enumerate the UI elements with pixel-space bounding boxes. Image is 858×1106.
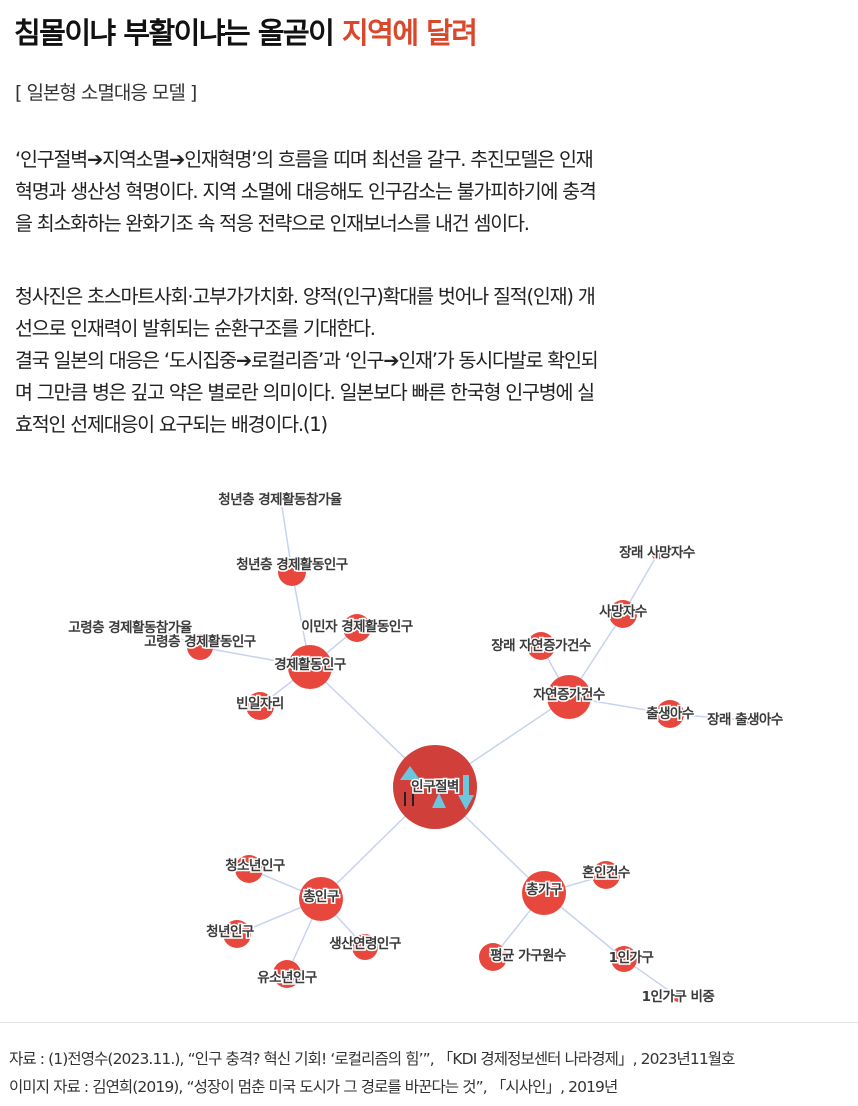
center-node <box>393 745 477 829</box>
nodes <box>161 495 750 1002</box>
node <box>673 992 683 1002</box>
node-label: 청년층 경제활동참가율 <box>218 491 341 508</box>
section-subtitle: [ 일본형 소멸대응 모델 ] <box>15 82 197 104</box>
node-label: 청년인구 <box>206 923 254 940</box>
node-label: 유소년인구 <box>257 969 317 986</box>
text-line: 선으로 인재력이 발휘되는 순환구조를 기대한다. <box>15 317 376 340</box>
node <box>652 550 662 560</box>
node <box>609 600 637 628</box>
node-label: 고령층 경제활동참가율 <box>68 619 191 636</box>
node <box>611 946 637 972</box>
node-label: 장래 자연증가건수 <box>491 637 591 654</box>
title-highlight: 지역에 달려 <box>341 16 478 50</box>
node <box>479 943 507 971</box>
title-main: 침몰이냐 부활이냐는 올곧이 <box>14 16 342 50</box>
node-label: 총가구 <box>526 882 562 898</box>
text-line: 며 그만큼 병은 깊고 약은 별로란 의미이다. 일본보다 빠른 한국형 인구병… <box>15 381 595 404</box>
paragraph-1: ‘인구절벽➔지역소멸➔인재혁명’의 흐름을 띠며 최선을 갈구. 추진모델은 인… <box>15 144 597 240</box>
node <box>223 920 251 948</box>
node <box>522 871 566 915</box>
node <box>352 934 378 960</box>
node-label: 인구절벽 <box>411 778 459 795</box>
node <box>288 645 332 689</box>
text-line: ‘인구절벽➔지역소멸➔인재혁명’의 흐름을 띠며 최선을 갈구. 추진모델은 인… <box>15 148 594 171</box>
node-label: 사망자수 <box>599 603 647 620</box>
page-title: 침몰이냐 부활이냐는 올곧이 지역에 달려 <box>14 10 478 52</box>
node <box>547 675 591 719</box>
node <box>278 558 306 586</box>
source-citation: 자료 : (1)전영수(2023.11.), “인구 충격? 혁신 기회! ‘로… <box>9 1050 735 1068</box>
node-label: 청소년인구 <box>225 857 285 874</box>
node-label: 1인가구 <box>609 949 654 966</box>
edges <box>164 499 746 998</box>
node <box>299 877 343 921</box>
node <box>656 700 684 728</box>
node <box>273 960 301 988</box>
node <box>343 614 371 642</box>
text-line: 혁명과 생산성 혁명이다. 지역 소멸에 대응해도 인구감소는 불가피하기에 충… <box>15 180 597 203</box>
text-line: 을 최소화하는 완화기조 속 적응 전략으로 인재보너스를 내건 셈이다. <box>15 212 530 235</box>
text-line: 청사진은 초스마트사회·고부가가치화. 양적(인구)확대를 벗어나 질적(인재)… <box>15 285 596 308</box>
node <box>527 632 555 660</box>
node-label: 총인구 <box>303 888 339 905</box>
node-label: 경제활동인구 <box>274 656 346 673</box>
node <box>246 692 274 720</box>
node-label: 장래 출생아수 <box>707 711 783 728</box>
node-label: 1인가구 비중 <box>642 988 715 1005</box>
text-line: 결국 일본의 대응은 ‘도시집중➔로컬리즘’과 ‘인구➔인재’가 동시다발로 확… <box>15 349 599 372</box>
node-label: 고령층 경제활동인구 <box>144 633 256 650</box>
node-label: 출생아수 <box>646 705 694 722</box>
node-label: 혼인건수 <box>582 864 630 881</box>
node-label: 청년층 경제활동인구 <box>236 556 348 573</box>
node-label: 생산연령인구 <box>329 935 401 952</box>
node <box>276 495 286 505</box>
node-label: 평균 가구원수 <box>490 947 566 964</box>
divider <box>0 1022 858 1023</box>
node <box>740 715 750 725</box>
node <box>592 861 620 889</box>
text-line: 효적인 선제대응이 요구되는 배경이다.(1) <box>15 413 328 436</box>
node-label: 빈일자리 <box>236 696 284 712</box>
population-cliff-icon <box>400 766 474 810</box>
node <box>235 855 263 883</box>
node-label: 이민자 경제활동인구 <box>301 618 413 635</box>
node <box>161 628 169 636</box>
footer-sources: 자료 : (1)전영수(2023.11.), “인구 충격? 혁신 기회! ‘로… <box>9 1045 735 1101</box>
node-label: 자연증가건수 <box>533 686 605 703</box>
node <box>187 634 213 660</box>
node-label: 장래 사망자수 <box>619 544 695 561</box>
paragraph-2: 청사진은 초스마트사회·고부가가치화. 양적(인구)확대를 벗어나 질적(인재)… <box>15 281 599 441</box>
image-source-citation: 이미지 자료 : 김연희(2019), “성장이 멈춘 미국 도시가 그 경로를… <box>9 1078 618 1096</box>
